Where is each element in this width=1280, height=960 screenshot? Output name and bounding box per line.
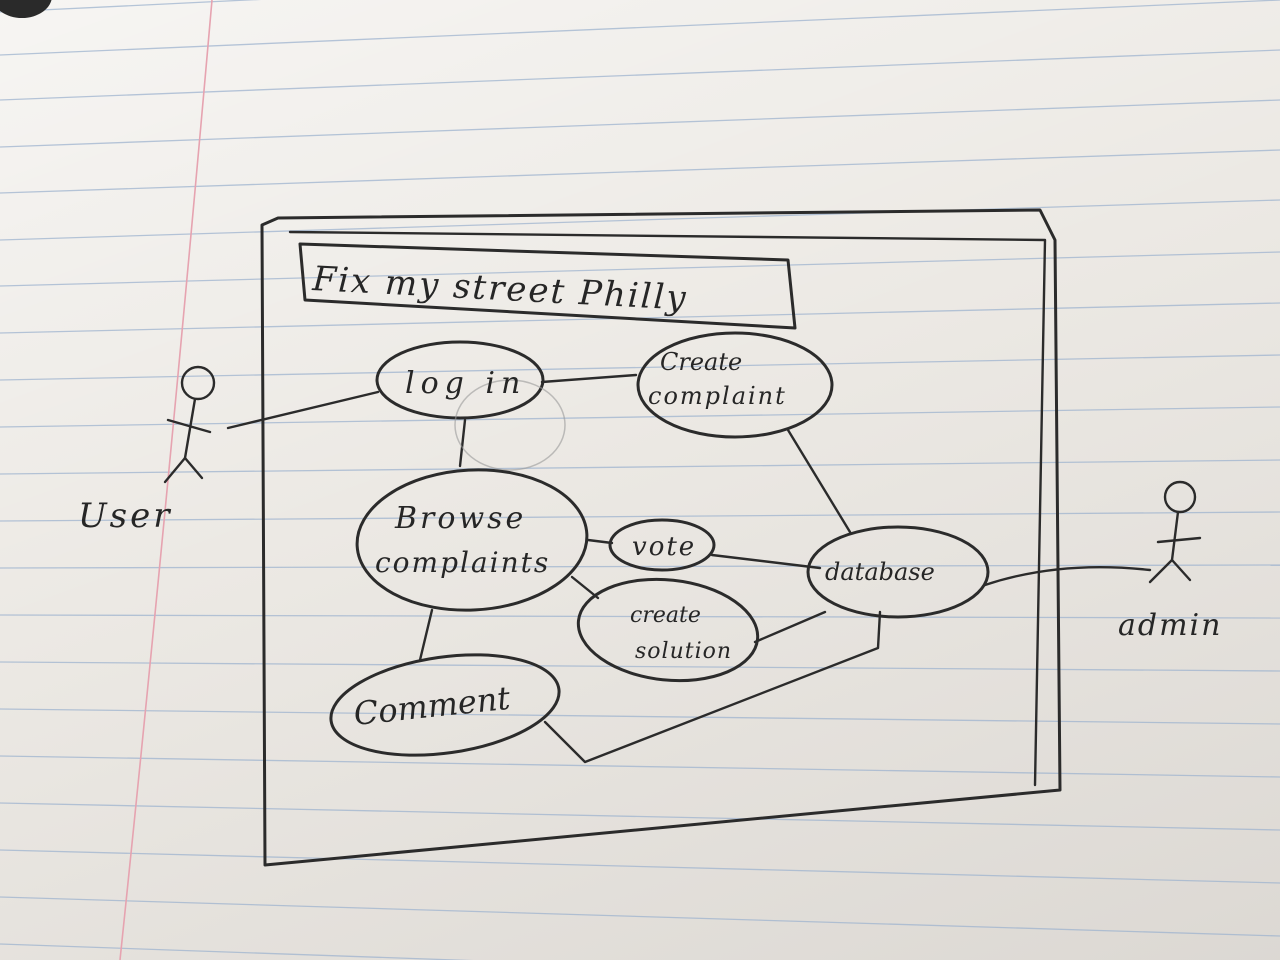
binder-hole <box>0 0 52 18</box>
use-case-login-label: log in <box>405 366 526 401</box>
edge-comment-database <box>543 610 882 764</box>
actor-admin: admin <box>1118 480 1222 643</box>
use-case-create-complaint: Create complaint <box>636 331 834 439</box>
edge-create-solution-database <box>753 610 827 644</box>
use-case-comment-label: Comment <box>352 679 512 733</box>
use-case-login: log in <box>375 340 566 471</box>
use-case-vote: vote <box>608 518 716 572</box>
edge-vote-database <box>710 553 822 570</box>
use-case-browse-line2: complaints <box>375 546 550 579</box>
edge-browse-create-solution <box>570 575 600 600</box>
use-case-browse-complaints: Browse complaints <box>355 468 589 612</box>
edge-database-admin <box>983 565 1152 587</box>
system-boundary <box>260 208 1062 867</box>
title-box: Fix my street Philly <box>298 242 797 330</box>
stick-figure-icon <box>1148 480 1202 584</box>
edge-login-browse <box>458 418 467 468</box>
use-case-database-label: database <box>825 558 935 586</box>
use-case-create-solution-line2: solution <box>635 639 732 664</box>
use-case-create-complaint-line1: Create <box>660 348 742 376</box>
use-case-create-solution: create solution <box>576 577 760 683</box>
connectors <box>226 373 1152 764</box>
stick-figure-icon <box>163 365 216 484</box>
actor-user: User <box>78 365 216 536</box>
actor-user-label: User <box>78 496 172 536</box>
use-case-database: database <box>806 525 990 619</box>
edge-browse-vote <box>586 538 614 545</box>
edge-create-complaint-database <box>786 428 852 534</box>
use-case-create-complaint-line2: complaint <box>648 382 787 410</box>
edge-browse-comment <box>418 608 434 662</box>
use-case-comment: Comment <box>329 653 561 757</box>
actor-admin-label: admin <box>1118 608 1222 643</box>
use-case-vote-label: vote <box>632 532 696 562</box>
use-case-browse-line1: Browse <box>394 501 526 536</box>
edge-user-login <box>226 390 380 430</box>
use-case-create-solution-line1: create <box>630 603 701 628</box>
edge-login-create-complaint <box>540 373 638 384</box>
